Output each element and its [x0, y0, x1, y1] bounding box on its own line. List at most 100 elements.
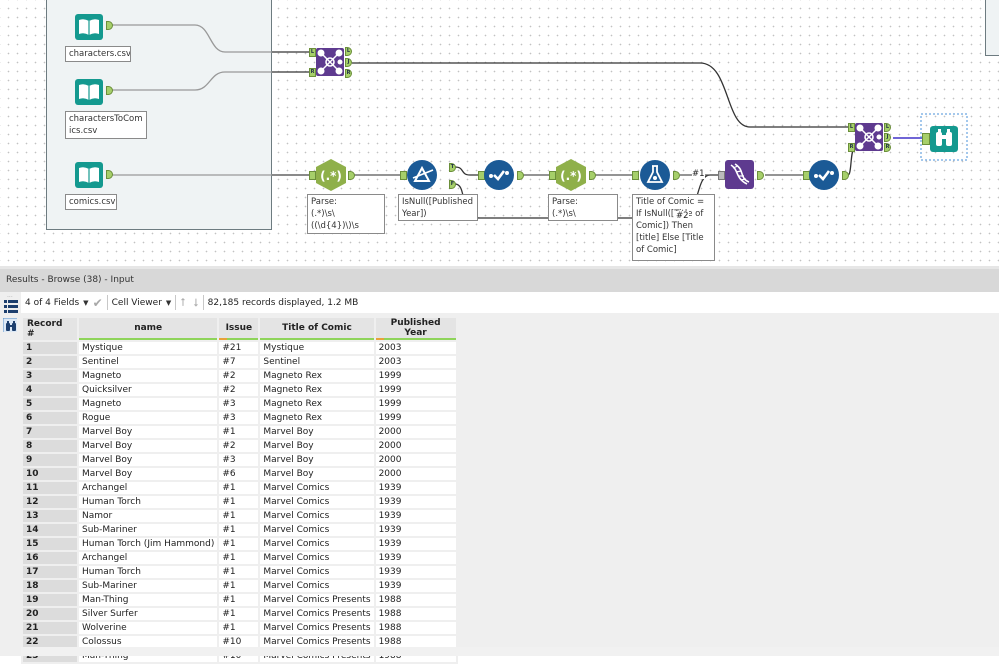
cell-name[interactable]: Wolverine — [79, 622, 218, 634]
cell-title-of-comic[interactable]: Marvel Comics — [260, 580, 374, 592]
cell-issue[interactable]: #3 — [219, 398, 259, 410]
horizontal-scrollbar[interactable] — [21, 647, 999, 656]
data-cleansing-tool-2[interactable] — [809, 160, 839, 193]
cell-record[interactable]: 22 — [23, 636, 77, 648]
results-grid[interactable]: Record # name Issue Title of Comic Publi… — [21, 316, 458, 664]
cell-record[interactable]: 14 — [23, 524, 77, 536]
cell-issue[interactable]: #2 — [219, 440, 259, 452]
cell-title-of-comic[interactable]: Marvel Comics Presents — [260, 622, 374, 634]
cell-name[interactable]: Marvel Boy — [79, 468, 218, 480]
cell-title-of-comic[interactable]: Marvel Comics — [260, 566, 374, 578]
cell-title-of-comic[interactable]: Marvel Boy — [260, 468, 374, 480]
cell-published-year[interactable]: 1988 — [375, 594, 456, 606]
cell-name[interactable]: Sub-Mariner — [79, 580, 218, 592]
cell-published-year[interactable]: 2003 — [375, 342, 456, 354]
cell-published-year[interactable]: 1939 — [375, 552, 456, 564]
cell-record[interactable]: 19 — [23, 594, 77, 606]
cell-name[interactable]: Marvel Boy — [79, 454, 218, 466]
filter-false-anchor[interactable]: F — [449, 180, 456, 189]
cell-issue[interactable]: #1 — [219, 426, 259, 438]
cell-name[interactable]: Quicksilver — [79, 384, 218, 396]
cell-title-of-comic[interactable]: Marvel Comics — [260, 538, 374, 550]
cell-record[interactable]: 16 — [23, 552, 77, 564]
cell-published-year[interactable]: 1939 — [375, 566, 456, 578]
output-anchor[interactable] — [673, 171, 680, 180]
cell-issue[interactable]: #1 — [219, 538, 259, 550]
cell-issue[interactable]: #1 — [219, 622, 259, 634]
browse-tool[interactable] — [930, 124, 958, 155]
cell-record[interactable]: 10 — [23, 468, 77, 480]
input-anchor[interactable] — [309, 171, 316, 180]
cell-published-year[interactable]: 1999 — [375, 384, 456, 396]
cell-published-year[interactable]: 1939 — [375, 580, 456, 592]
input-data-tool-comics[interactable] — [75, 160, 103, 191]
cell-published-year[interactable]: 1939 — [375, 482, 456, 494]
cell-name[interactable]: Magneto — [79, 370, 218, 382]
move-up-button[interactable]: ⭡ — [176, 292, 189, 313]
output-anchor[interactable] — [106, 86, 113, 95]
cell-published-year[interactable]: 1988 — [375, 636, 456, 648]
cell-published-year[interactable]: 1988 — [375, 608, 456, 620]
output-anchor[interactable] — [106, 170, 113, 179]
cell-name[interactable]: Man-Thing — [79, 594, 218, 606]
cell-name[interactable]: Rogue — [79, 412, 218, 424]
cell-record[interactable]: 18 — [23, 580, 77, 592]
cell-name[interactable]: Human Torch — [79, 496, 218, 508]
cell-name[interactable]: Silver Surfer — [79, 608, 218, 620]
join-tool-2[interactable] — [855, 123, 883, 154]
cell-name[interactable]: Archangel — [79, 482, 218, 494]
cell-issue[interactable]: #3 — [219, 412, 259, 424]
column-header-published-year[interactable]: Published Year — [375, 318, 456, 340]
output-anchor[interactable] — [589, 171, 596, 180]
cell-issue[interactable]: #1 — [219, 552, 259, 564]
cell-issue[interactable]: #1 — [219, 566, 259, 578]
cell-issue[interactable]: #7 — [219, 356, 259, 368]
cell-issue[interactable]: #1 — [219, 608, 259, 620]
cell-name[interactable]: Colossus — [79, 636, 218, 648]
cell-issue[interactable]: #2 — [219, 370, 259, 382]
cell-issue[interactable]: #3 — [219, 454, 259, 466]
cell-name[interactable]: Sub-Mariner — [79, 524, 218, 536]
cell-title-of-comic[interactable]: Marvel Comics — [260, 552, 374, 564]
browse-input-anchor[interactable] — [922, 133, 930, 145]
join-output-anchor[interactable]: J — [345, 58, 352, 67]
cell-published-year[interactable]: 1939 — [375, 510, 456, 522]
output-anchor[interactable] — [106, 21, 113, 30]
cell-title-of-comic[interactable]: Marvel Comics — [260, 524, 374, 536]
cell-issue[interactable]: #1 — [219, 580, 259, 592]
join-left-input-anchor[interactable]: L — [309, 48, 316, 57]
cell-issue[interactable]: #2 — [219, 384, 259, 396]
cell-published-year[interactable]: 2000 — [375, 468, 456, 480]
cell-record[interactable]: 13 — [23, 510, 77, 522]
join-left-output-anchor[interactable]: L — [345, 47, 352, 56]
join-right-input-anchor[interactable]: R — [848, 143, 855, 152]
cell-published-year[interactable]: 1999 — [375, 370, 456, 382]
cell-name[interactable]: Sentinel — [79, 356, 218, 368]
cell-name[interactable]: Magneto — [79, 398, 218, 410]
cell-issue[interactable]: #1 — [219, 496, 259, 508]
cell-title-of-comic[interactable]: Sentinel — [260, 356, 374, 368]
column-header-name[interactable]: name — [79, 318, 218, 340]
cell-published-year[interactable]: 1999 — [375, 398, 456, 410]
cell-name[interactable]: Archangel — [79, 552, 218, 564]
cell-name[interactable]: Namor — [79, 510, 218, 522]
cell-record[interactable]: 7 — [23, 426, 77, 438]
cell-name[interactable]: Mystique — [79, 342, 218, 354]
cell-published-year[interactable]: 2000 — [375, 454, 456, 466]
